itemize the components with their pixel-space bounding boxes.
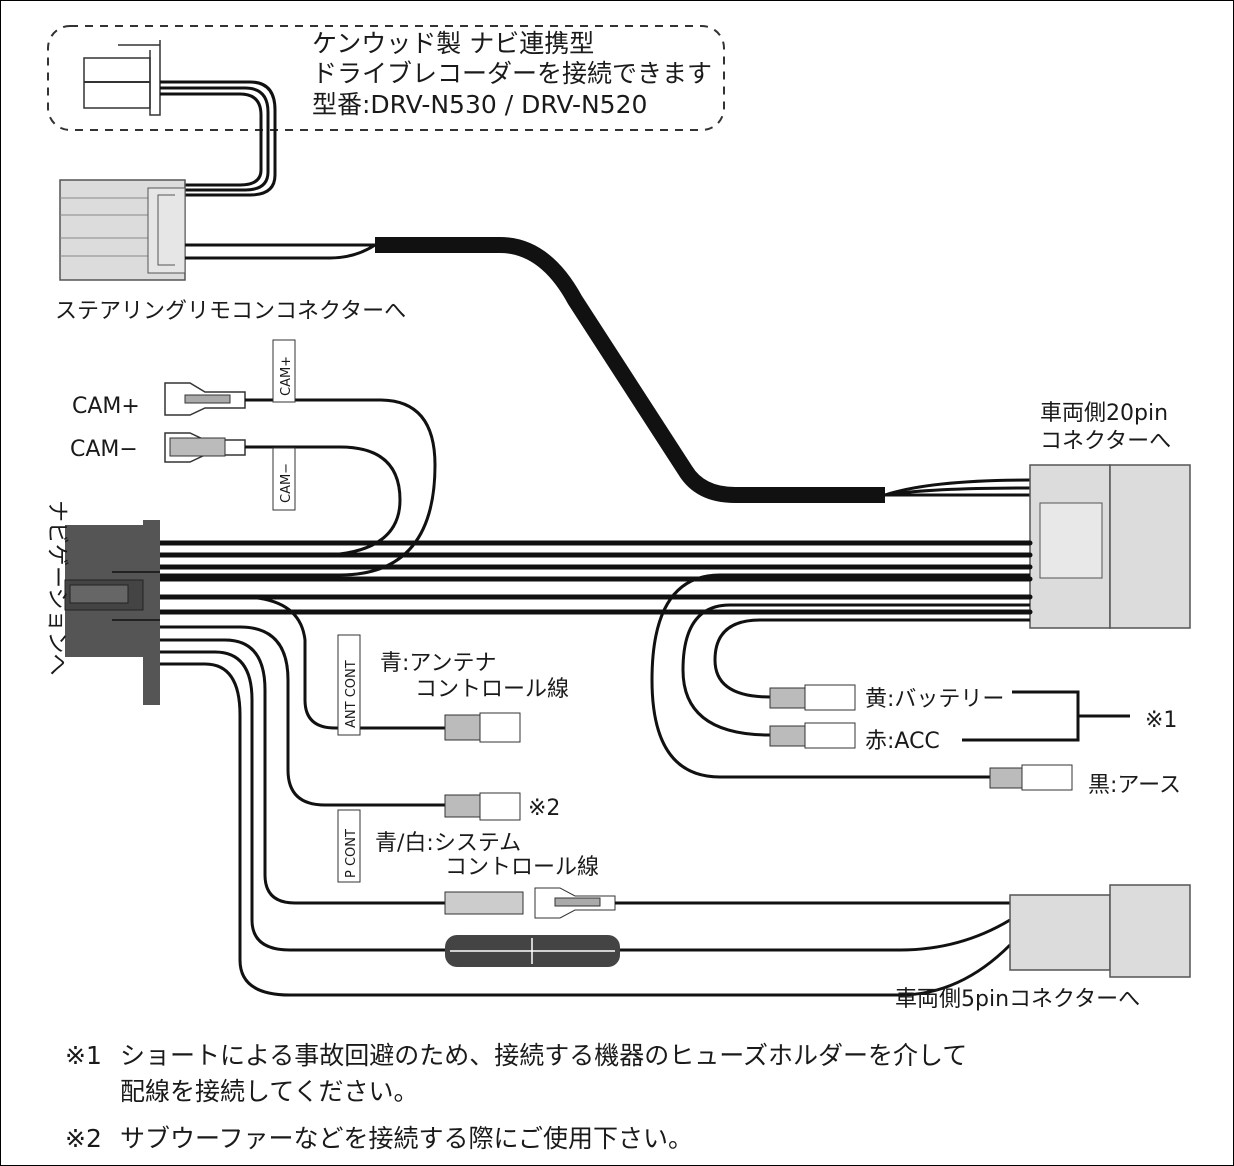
- ant-label-2: コントロール線: [415, 677, 569, 702]
- vehicle-20pin-connector: [1029, 464, 1191, 629]
- inline-fuse: [445, 935, 620, 967]
- p-cont-tag-text: P CONT: [344, 829, 359, 878]
- p-cont-terminal: [444, 792, 521, 821]
- vehicle-5pin-connector: [1009, 884, 1191, 978]
- fuse-bracket: [962, 690, 1130, 742]
- acc-label: 赤:ACC: [865, 729, 940, 754]
- header-line1: ケンウッド製 ナビ連携型: [312, 29, 594, 58]
- cam-plus-tag: [272, 339, 296, 403]
- note1-line2: 配線を接続してください。: [120, 1077, 419, 1106]
- cam-minus-terminal: [164, 432, 246, 463]
- speaker-terminal-pair: [444, 887, 616, 919]
- ground-label: 黒:アース: [1088, 773, 1181, 798]
- navigation-connector: [64, 520, 160, 705]
- cam-plus-tag-text: CAM+: [279, 356, 294, 396]
- note2-line1: サブウーファーなどを接続する際にご使用下さい。: [120, 1124, 693, 1153]
- ant-cont-terminal: [444, 712, 521, 743]
- ground-terminal: [989, 764, 1073, 791]
- vehicle-5pin-label: 車両側5pinコネクターへ: [895, 987, 1140, 1012]
- acc-terminal: [769, 722, 856, 749]
- steering-connector-label: ステアリングリモコンコネクターへ: [55, 299, 406, 324]
- cam-plus-terminal: [164, 382, 246, 416]
- p-cont-tag: [337, 809, 361, 883]
- header-line2: ドライブレコーダーを接続できます: [312, 59, 712, 88]
- battery-label: 黄:バッテリー: [865, 687, 1004, 712]
- ant-cont-tag: [337, 634, 361, 736]
- steering-remote-connector: [59, 179, 186, 281]
- ant-cont-tag-text: ANT CONT: [344, 660, 359, 728]
- battery-terminal: [769, 684, 856, 711]
- navigation-label: ナビゲーションへ: [44, 500, 69, 676]
- vehicle-20pin-label-1: 車両側20pin: [1040, 401, 1168, 426]
- cam-minus-tag-text: CAM−: [279, 463, 294, 503]
- drive-recorder-connector: [83, 40, 161, 116]
- cam-minus-tag: [272, 447, 296, 511]
- note2-mark: ※2: [65, 1124, 102, 1153]
- sys-label-1: 青/白:システム: [375, 831, 521, 856]
- main-wire-bundle: [157, 540, 1033, 615]
- note1-line1: ショートによる事故回避のため、接続する機器のヒューズホルダーを介して: [120, 1041, 967, 1070]
- drive-recorder-dashed-box: [47, 25, 725, 131]
- note1-mark: ※1: [65, 1041, 102, 1070]
- cam-minus-label: CAM−: [70, 437, 138, 462]
- header-line3: 型番:DRV-N530 / DRV-N520: [312, 90, 647, 119]
- p-cont-note-mark: ※2: [528, 796, 560, 821]
- main-thick-cable: [375, 237, 885, 503]
- cam-plus-label: CAM+: [72, 394, 140, 419]
- vehicle-20pin-label-2: コネクターへ: [1040, 429, 1171, 454]
- ant-label-1: 青:アンテナ: [380, 651, 497, 676]
- note1-mark-label: ※1: [1145, 708, 1177, 733]
- sys-label-2: コントロール線: [445, 855, 599, 880]
